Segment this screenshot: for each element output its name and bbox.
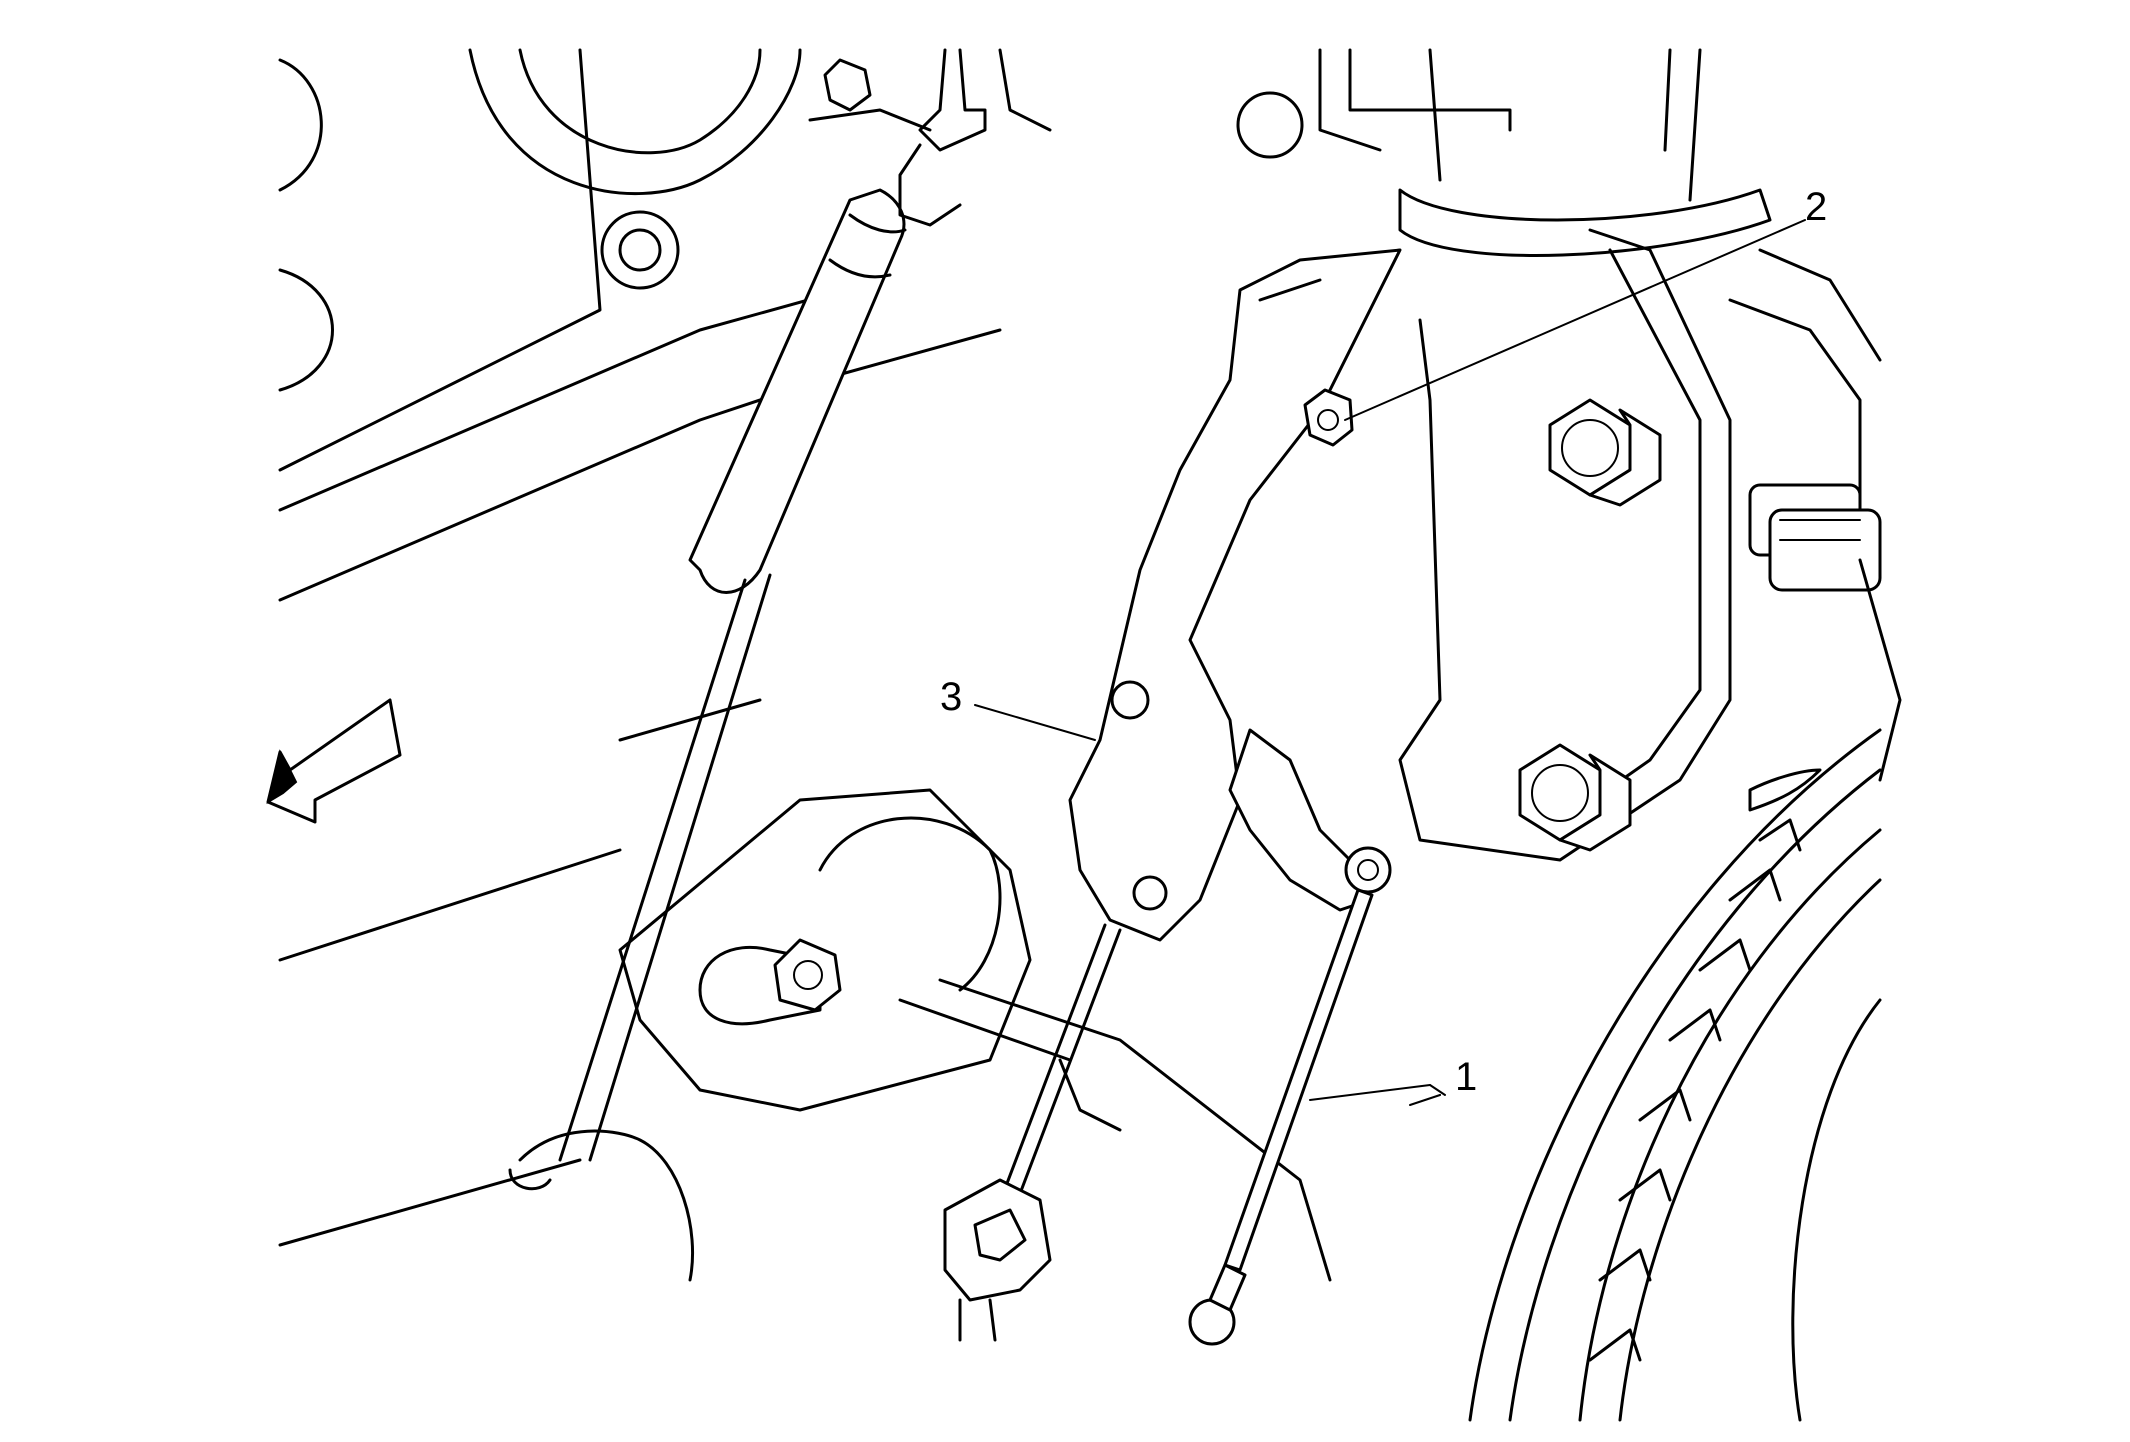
height-sensor-arm: [1228, 728, 1392, 912]
callout-1: 1: [1455, 1055, 1477, 1099]
height-sensor-bracket: [1068, 248, 1402, 942]
body-panel-outline: [278, 48, 1512, 1247]
callout-3: 3: [940, 675, 962, 719]
leader-lines: [974, 219, 1806, 1106]
sensor-harness: [943, 923, 1122, 1342]
harness-connector-right: [1748, 483, 1902, 782]
shock-absorber: [508, 188, 907, 1282]
sensor-link-rod: [1188, 888, 1374, 1346]
upper-mount-hardware: [808, 48, 1052, 227]
strut-bolt-lower: [1518, 743, 1632, 852]
forward-direction-arrow-icon: [266, 698, 402, 824]
lower-control-arm: [618, 788, 1332, 1282]
callout-2: 2: [1805, 185, 1827, 229]
brake-rotor: [1468, 728, 1882, 1422]
strut-bolt-upper: [1548, 398, 1662, 507]
